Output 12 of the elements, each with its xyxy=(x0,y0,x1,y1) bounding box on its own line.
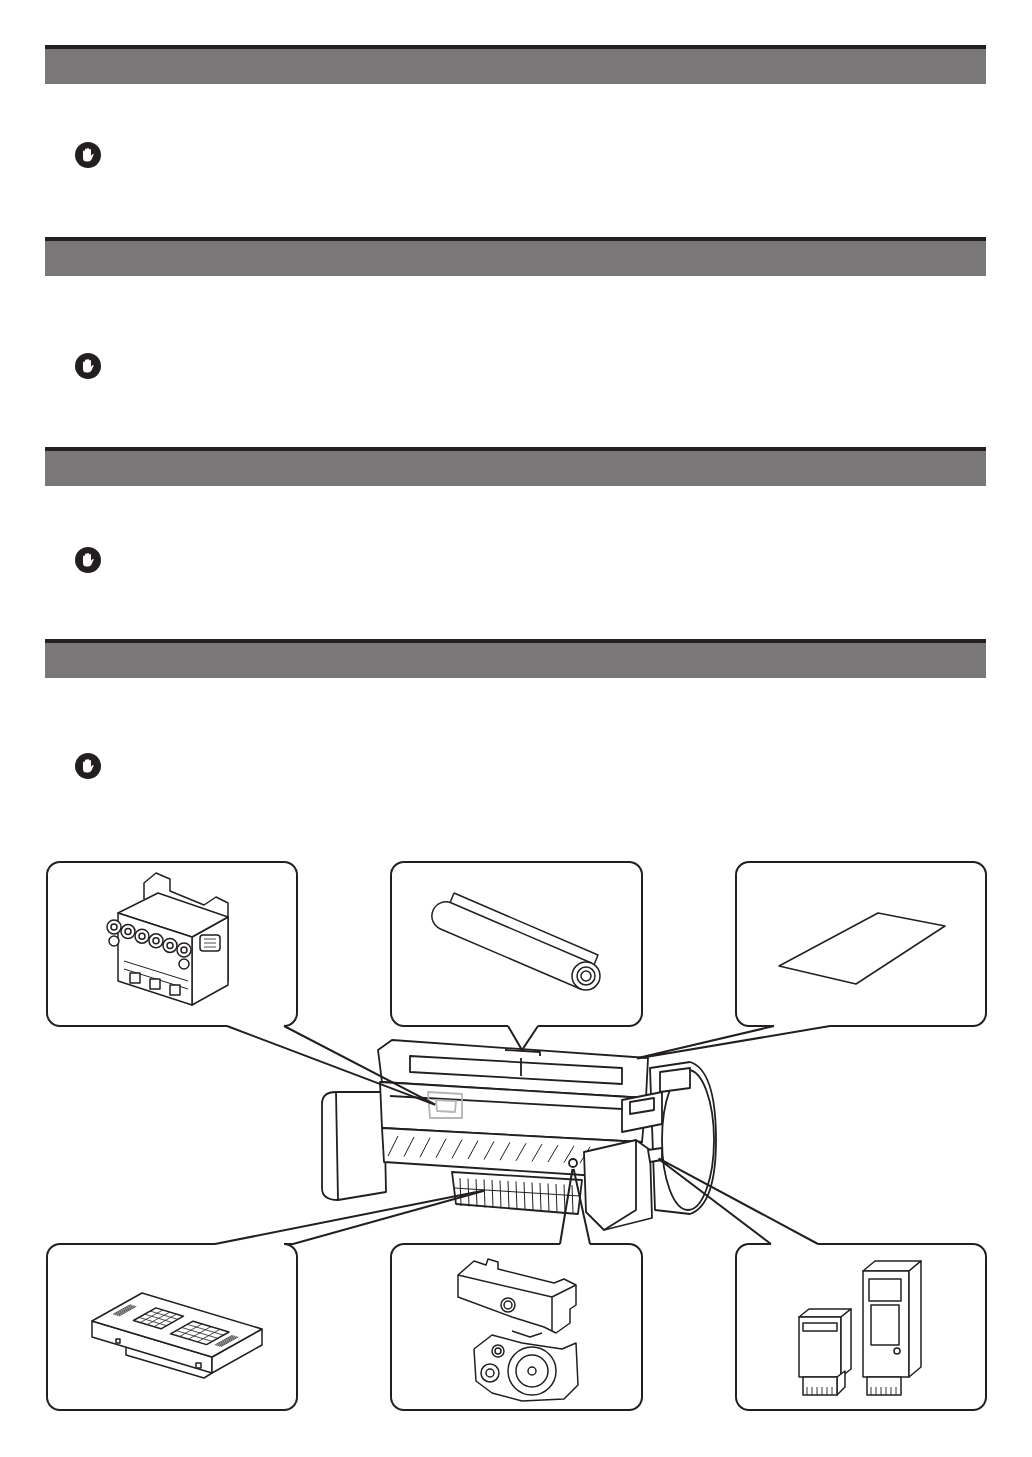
callout-pointer xyxy=(507,1025,539,1052)
callout-bubble xyxy=(390,861,643,1027)
callout-bubble xyxy=(735,861,987,1027)
callout-bubble xyxy=(735,1243,987,1411)
callout-pointer xyxy=(214,1189,486,1245)
callout-bubble xyxy=(46,861,298,1027)
callout-bubble xyxy=(46,1243,298,1411)
callout-pointer xyxy=(226,1025,437,1106)
callout-pointer xyxy=(559,1167,591,1245)
callout-bubble xyxy=(390,1243,643,1411)
callout-pointer xyxy=(657,1157,819,1245)
callout-pointer xyxy=(635,1025,831,1060)
